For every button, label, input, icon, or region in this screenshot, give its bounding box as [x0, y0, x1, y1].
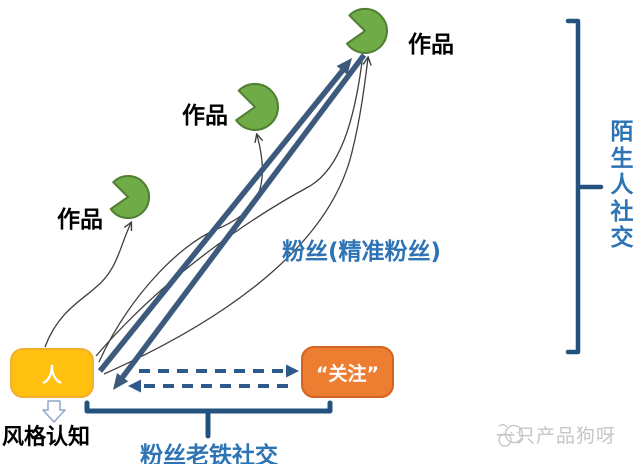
link-curve-top-work-left	[95, 61, 363, 357]
fan-flow-double-arrow	[97, 53, 367, 390]
follow-node-label: “关注”	[316, 362, 379, 385]
bottom-group-label: 粉丝老铁社交	[140, 443, 278, 464]
work-icons	[109, 8, 388, 220]
bottom-group-bracket	[84, 400, 333, 439]
work-label-top: 作品	[408, 32, 454, 58]
work-label-middle: 作品	[182, 103, 228, 129]
work-pacman-icon-top	[346, 8, 388, 54]
follow-node: “关注”	[301, 346, 394, 398]
right-group-bracket	[565, 18, 604, 355]
work-pacman-icon-left	[109, 175, 151, 220]
person-node-label: 人	[42, 362, 62, 387]
work-pacman-icon-middle	[235, 82, 279, 131]
style-cognition-down-arrow-icon	[42, 400, 66, 423]
fan-flow-arrow-down-head	[113, 373, 129, 390]
right-group-label: 陌生人社交	[610, 119, 634, 251]
link-curve-middle-work	[98, 135, 263, 363]
follow-arrow-left-head	[128, 379, 141, 393]
fan-flow-arrow-down-shaft	[119, 53, 367, 380]
style-cognition-label: 风格认知	[2, 425, 91, 450]
link-curve-left-work	[44, 223, 131, 348]
link-curve-top-work-right	[103, 58, 368, 375]
watermark-text: 一只产品狗呀	[496, 425, 617, 447]
dog-doodle-icon	[498, 424, 524, 447]
fans-label: 粉丝(精准粉丝)	[282, 239, 442, 265]
work-link-curves	[44, 58, 368, 375]
follow-arrow-right-head	[286, 364, 299, 378]
work-label-left: 作品	[57, 207, 103, 233]
fan-flow-arrow-up-head	[336, 58, 352, 75]
watermark: 一只产品狗呀	[496, 421, 616, 448]
follow-dashed-arrows	[128, 364, 299, 393]
fan-flow-arrow-up-shaft	[97, 68, 346, 373]
person-node: 人	[10, 348, 94, 398]
